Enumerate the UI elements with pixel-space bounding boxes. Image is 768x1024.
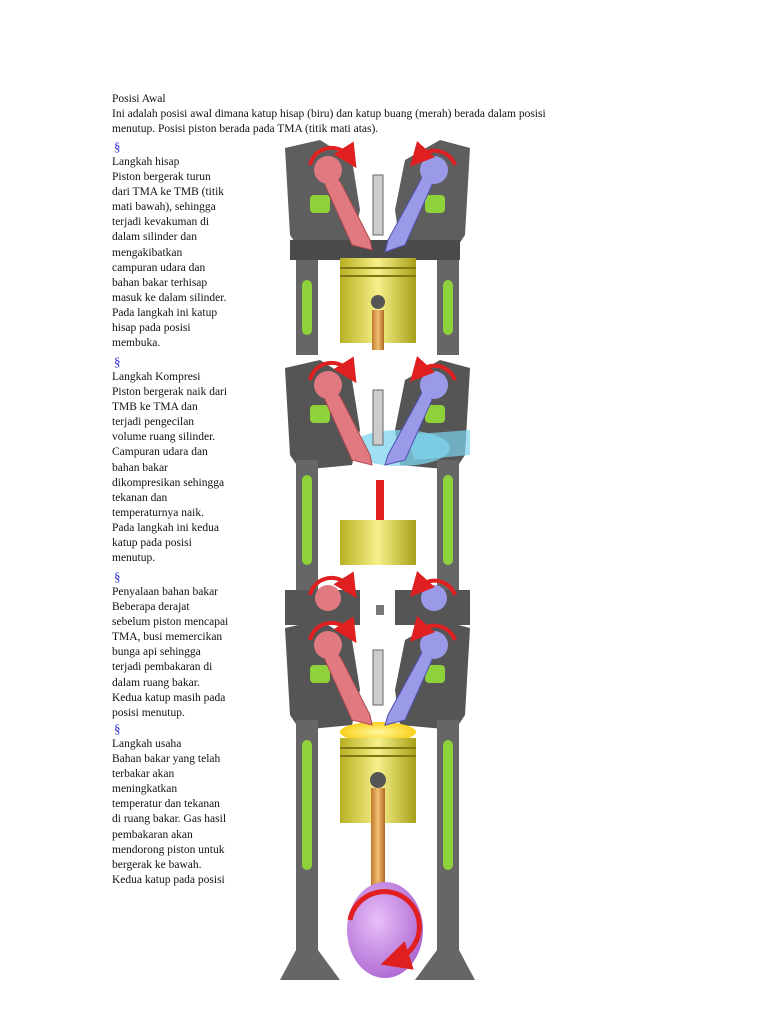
section-text-line: Pada langkah ini katup [112, 306, 218, 319]
section-text-line: dikompresikan sehingga [112, 476, 225, 489]
section-text-line: masuk ke dalam silinder. [112, 291, 227, 304]
section-text-line: bahan bakar [112, 461, 168, 474]
section-text-line: bahan bakar terhisap [112, 276, 208, 289]
section-text-line: di ruang bakar. Gas hasil [112, 813, 227, 826]
section-text-line: Kedua katup masih pada [112, 691, 226, 704]
intake-stroke-panel [285, 140, 470, 355]
section-text-line: campuran udara dan [112, 261, 206, 274]
section-text-line: hisap pada posisi [112, 322, 191, 334]
intro-line-1: Ini adalah posisi awal dimana katup hisa… [112, 108, 546, 120]
section-text-line: dari TMA ke TMB (titik [112, 186, 225, 199]
section-text-line: terjadi pembakaran di [112, 661, 213, 674]
section-text-line: tekanan dan [112, 491, 168, 504]
ignition-strip-panel [285, 571, 470, 625]
section-text-line: temperaturnya naik. [112, 506, 204, 519]
section-bullet-icon: § [114, 721, 121, 736]
compression-stroke-panel [285, 356, 470, 590]
section-text-line: mengakibatkan [112, 246, 183, 259]
section-text-line: bunga api sehingga [112, 646, 201, 659]
power-stroke-panel [280, 616, 475, 980]
section-bullet-icon: § [114, 139, 121, 154]
section-text-line: pembakaran akan [112, 828, 193, 841]
section-bullet-icon: § [114, 354, 121, 369]
section-text-line: volume ruang silinder. [112, 431, 216, 444]
section-text-line: mati bawah), sehingga [112, 201, 216, 214]
section-text-line: dalam ruang bakar. [112, 676, 200, 689]
section-text-line: TMA, busi memercikan [112, 631, 223, 644]
section-text-line: Pada langkah ini kedua [112, 521, 219, 534]
section-text-line: dalam silinder dan [112, 231, 197, 244]
intro-title: Posisi Awal [112, 93, 166, 105]
intro-line-2: menutup. Posisi piston berada pada TMA (… [112, 123, 379, 135]
section-text-line: katup pada posisi [112, 537, 192, 549]
section-text-line: Beberapa derajat [112, 601, 190, 613]
section-text-line: Piston bergerak turun [112, 171, 211, 183]
section-text-line: meningkatkan [112, 783, 178, 796]
section-title: Langkah Kompresi [112, 371, 201, 383]
section-title: Langkah usaha [112, 738, 182, 750]
section-title: Penyalaan bahan bakar [112, 586, 219, 598]
section-bullet-icon: § [114, 569, 121, 584]
section-text-line: sebelum piston mencapai [112, 616, 229, 629]
section-text-line: temperatur dan tekanan [112, 798, 220, 811]
section-text-line: menutup. [112, 552, 156, 565]
section-text-line: terjadi pengecilan [112, 416, 195, 429]
section-text-line: terbakar akan [112, 768, 175, 781]
section-text-line: TMB ke TMA dan [112, 401, 198, 414]
section-text-line: membuka. [112, 337, 161, 350]
section-text-line: Kedua katup pada posisi [112, 873, 225, 886]
section-title: Langkah hisap [112, 156, 180, 168]
section-text-line: posisi menutup. [112, 706, 185, 719]
section-text-line: Piston bergerak naik dari [112, 386, 228, 398]
section-text-line: mendorong piston untuk [112, 843, 225, 856]
section-text-line: terjadi kevakuman di [112, 216, 210, 229]
section-text-line: Campuran udara dan [112, 446, 208, 459]
section-text-line: Bahan bakar yang telah [112, 753, 221, 765]
section-text-line: bergerak ke bawah. [112, 858, 202, 871]
